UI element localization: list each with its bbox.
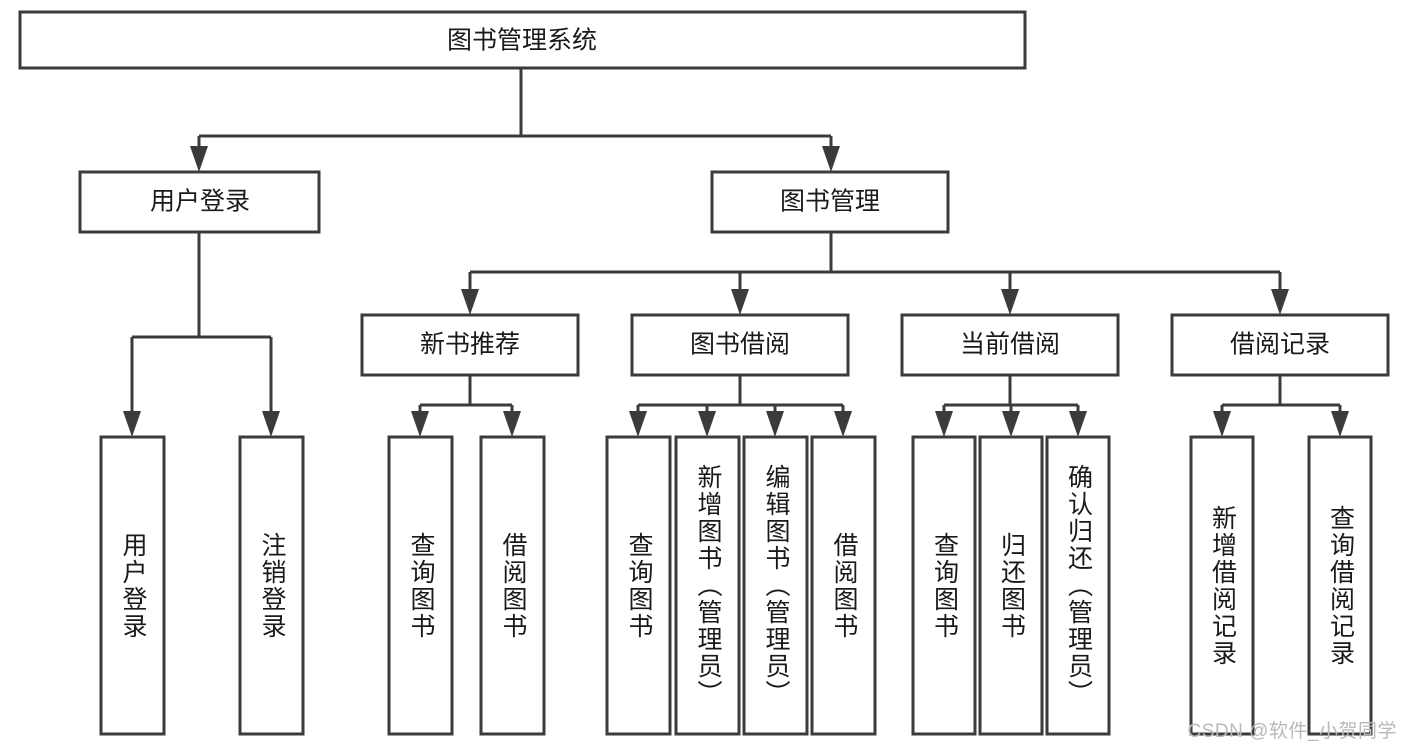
node-current-borrow[interactable]: 当前借阅 <box>900 313 1120 377</box>
leaf-box-confirm-return-admin[interactable] <box>1045 435 1111 736</box>
leaf-box-query-book-3[interactable] <box>911 435 977 736</box>
connector-newbook-to-leaves <box>411 375 521 437</box>
connector-bookborrow-to-leaves <box>629 375 852 437</box>
node-user-login[interactable]: 用户登录 <box>78 170 321 234</box>
leaf-box-add-record[interactable] <box>1189 435 1255 736</box>
connector-bookmanage-to-level3 <box>461 232 1289 315</box>
node-book-manage[interactable]: 图书管理 <box>710 170 950 234</box>
node-book-manage-label: 图书管理 <box>780 188 880 216</box>
leaf-box-user-login[interactable] <box>99 435 166 736</box>
leaf-box-add-book-admin[interactable] <box>674 435 741 736</box>
leaf-box-query-book-1[interactable] <box>387 435 454 736</box>
leaf-box-return-book[interactable] <box>978 435 1044 736</box>
watermark-text: CSDN @软件_小贺同学 <box>1187 721 1397 742</box>
leaf-box-query-record[interactable] <box>1307 435 1373 736</box>
leaf-box-query-book-2[interactable] <box>605 435 672 736</box>
node-book-borrow[interactable]: 图书借阅 <box>630 313 850 377</box>
node-borrow-record-label: 借阅记录 <box>1230 331 1330 359</box>
node-user-login-label: 用户登录 <box>150 188 250 216</box>
leaf-box-borrow-book-2[interactable] <box>810 435 877 736</box>
node-root-label: 图书管理系统 <box>447 27 597 55</box>
leaf-box-logout[interactable] <box>238 435 305 736</box>
node-new-book-recommend[interactable]: 新书推荐 <box>360 313 580 377</box>
leaf-box-borrow-book-1[interactable] <box>479 435 546 736</box>
connector-userlogin-to-leaves <box>123 232 280 437</box>
node-root[interactable]: 图书管理系统 <box>18 10 1027 70</box>
connector-currentborrow-to-leaves <box>935 375 1087 437</box>
connector-borrowrecord-to-leaves <box>1213 375 1349 437</box>
node-borrow-record[interactable]: 借阅记录 <box>1170 313 1390 377</box>
connector-root-to-level2 <box>190 68 840 172</box>
node-new-book-recommend-label: 新书推荐 <box>420 331 520 359</box>
leaf-box-edit-book-admin[interactable] <box>742 435 809 736</box>
node-book-borrow-label: 图书借阅 <box>690 331 790 359</box>
node-current-borrow-label: 当前借阅 <box>960 331 1060 359</box>
leaf-boxes <box>99 435 1373 736</box>
